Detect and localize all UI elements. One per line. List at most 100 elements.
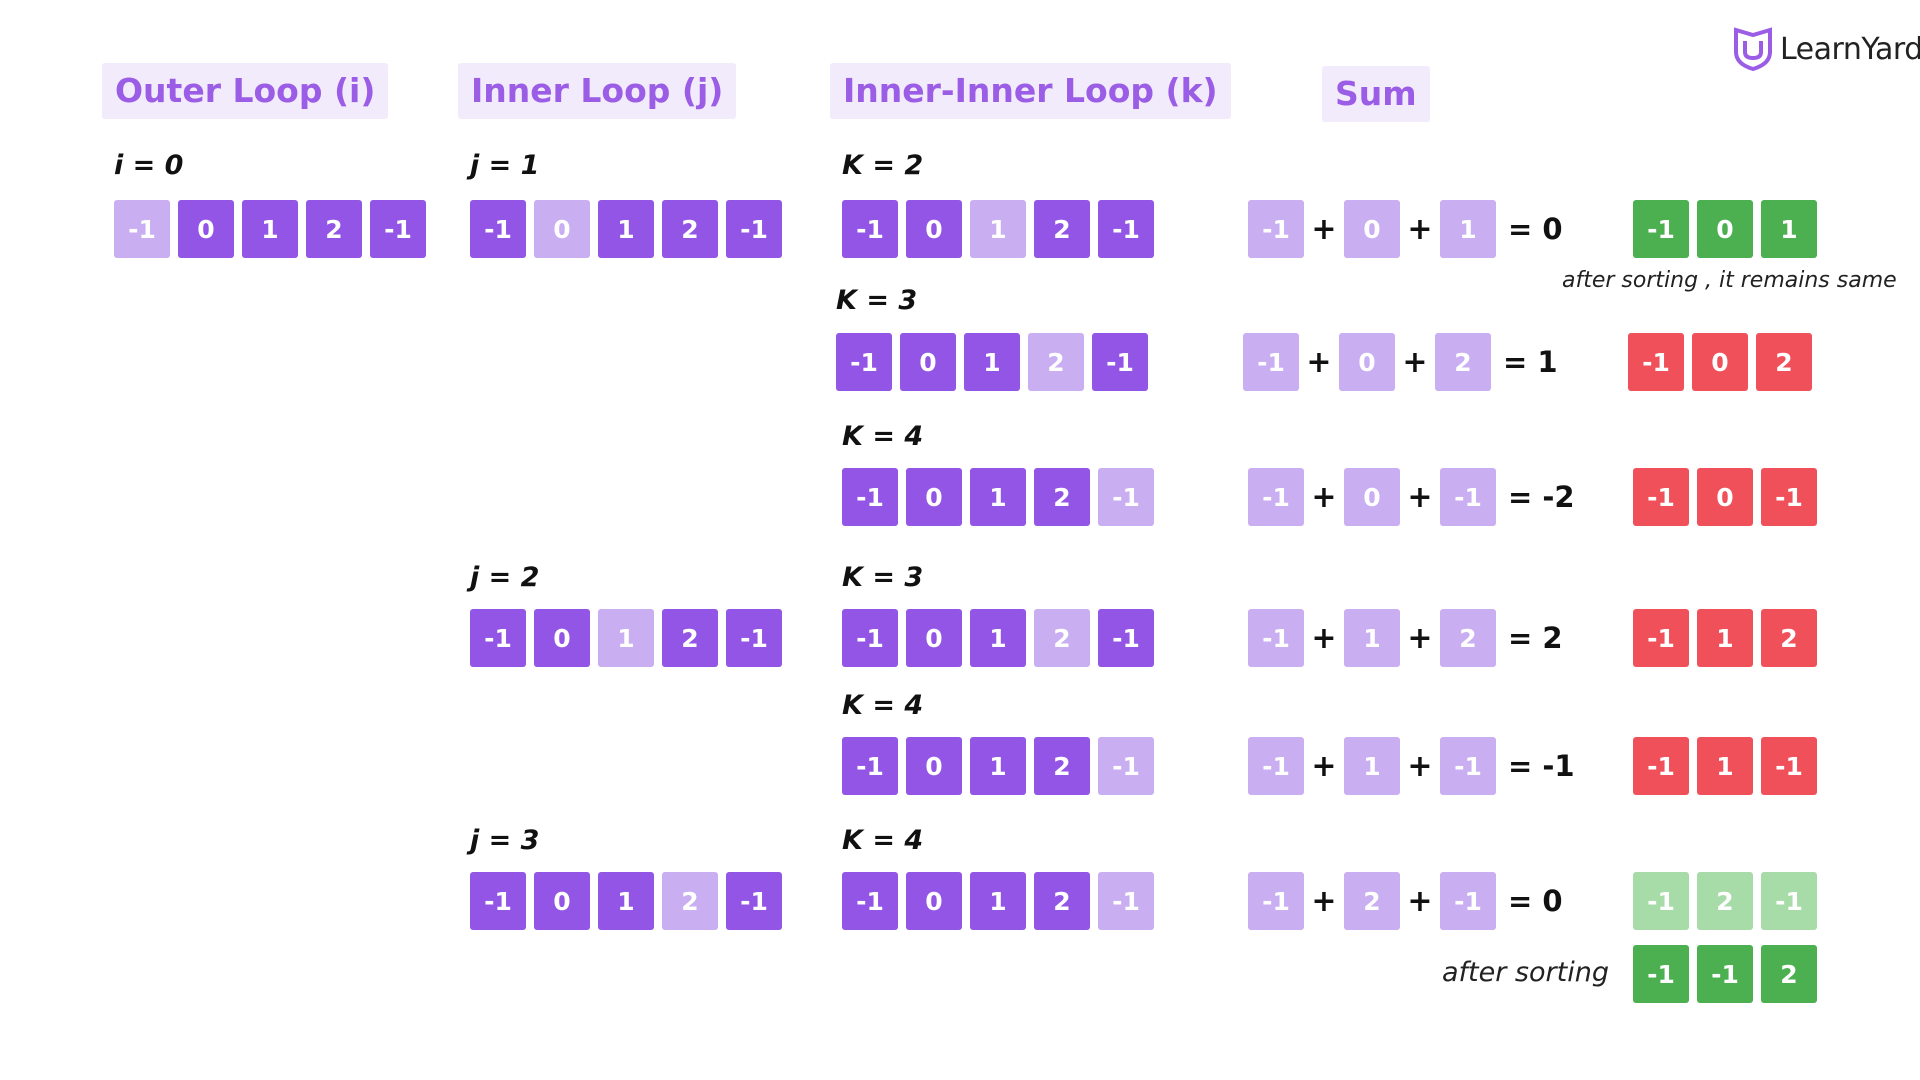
inner-label-2: j = 2 (470, 562, 540, 593)
sum-result: = 0 (1508, 884, 1563, 918)
k-label-5: K = 4 (842, 690, 924, 721)
sum-term: -1 (1248, 609, 1304, 667)
sum-row-5: -1+1+-1= -1 (1248, 737, 1575, 795)
array-cell: -1 (470, 872, 526, 930)
triplet-cell: -1 (1761, 468, 1817, 526)
array-cell-highlighted: 1 (598, 609, 654, 667)
shield-u-logo-icon (1734, 27, 1772, 72)
sum-row-1: -1+0+1= 0 (1248, 200, 1563, 258)
sum-term: 2 (1435, 333, 1491, 391)
sum-term: 0 (1339, 333, 1395, 391)
array-cell: -1 (726, 609, 782, 667)
triplet-cell: 2 (1761, 945, 1817, 1003)
triplet-cell: -1 (1628, 333, 1684, 391)
triplet-cell: -1 (1633, 945, 1689, 1003)
sum-term: -1 (1248, 872, 1304, 930)
k-label-2: K = 3 (836, 285, 918, 316)
sum-term: 2 (1344, 872, 1400, 930)
array-cell: 0 (906, 200, 962, 258)
array-cell: 2 (1034, 468, 1090, 526)
array-cell-highlighted: 2 (662, 872, 718, 930)
inner-label-1: j = 1 (470, 150, 540, 181)
sum-term: -1 (1440, 468, 1496, 526)
sum-term: -1 (1440, 737, 1496, 795)
plus-sign: + (1407, 620, 1433, 656)
array-cell: -1 (1098, 200, 1154, 258)
array-cell: -1 (842, 872, 898, 930)
array-cell: 0 (534, 872, 590, 930)
triplet-cell: -1 (1633, 737, 1689, 795)
array-cell: -1 (1092, 333, 1148, 391)
array-cell: 0 (906, 468, 962, 526)
k-label-6: K = 4 (842, 825, 924, 856)
note-after-sorting: after sorting (1442, 957, 1609, 988)
array-cell: -1 (470, 200, 526, 258)
triplet-cell: 0 (1697, 200, 1753, 258)
array-cell: 2 (1034, 200, 1090, 258)
triplet-cell: 2 (1756, 333, 1812, 391)
array-cell: 1 (598, 872, 654, 930)
note-remains-same: after sorting , it remains same (1562, 268, 1897, 293)
array-cell: 1 (242, 200, 298, 258)
learnyard-logo: LearnYard (1732, 26, 1920, 72)
sum-result: = 0 (1508, 212, 1563, 246)
array-cell: 1 (970, 872, 1026, 930)
triplet-cell: -1 (1633, 468, 1689, 526)
array-cell: 1 (970, 609, 1026, 667)
array-cell-highlighted: -1 (1098, 737, 1154, 795)
array-cell: 0 (906, 609, 962, 667)
triplet-cell: -1 (1633, 609, 1689, 667)
triplet-cell: -1 (1761, 737, 1817, 795)
array-cell: -1 (470, 609, 526, 667)
array-cell-highlighted: 1 (970, 200, 1026, 258)
k-label-1: K = 2 (842, 150, 924, 181)
sum-term: -1 (1248, 468, 1304, 526)
k-label-3: K = 4 (842, 421, 924, 452)
array-cell: 1 (970, 468, 1026, 526)
array-cell: 2 (1034, 872, 1090, 930)
sum-term: 0 (1344, 468, 1400, 526)
plus-sign: + (1407, 883, 1433, 919)
triplet-cell: 1 (1761, 200, 1817, 258)
array-cell: 0 (906, 737, 962, 795)
sum-term: -1 (1440, 872, 1496, 930)
triplet-cell: -1 (1633, 872, 1689, 930)
header-sum: Sum (1322, 66, 1430, 122)
array-cell-highlighted: -1 (1098, 468, 1154, 526)
array-cell: 1 (598, 200, 654, 258)
sum-term: -1 (1243, 333, 1299, 391)
array-cell: -1 (842, 737, 898, 795)
array-cell-highlighted: -1 (114, 200, 170, 258)
array-cell: 2 (662, 609, 718, 667)
triplet-cell: 1 (1697, 737, 1753, 795)
plus-sign: + (1407, 748, 1433, 784)
sum-term: 1 (1344, 737, 1400, 795)
plus-sign: + (1311, 211, 1337, 247)
array-cell: -1 (842, 468, 898, 526)
plus-sign: + (1311, 620, 1337, 656)
triplet-cell: -1 (1633, 200, 1689, 258)
sum-result: = 1 (1503, 345, 1558, 379)
array-cell: -1 (836, 333, 892, 391)
header-inner-loop: Inner Loop (j) (458, 63, 737, 119)
array-cell: 0 (178, 200, 234, 258)
array-cell: 1 (970, 737, 1026, 795)
sum-result: = 2 (1508, 621, 1563, 655)
k-label-4: K = 3 (842, 562, 924, 593)
plus-sign: + (1407, 211, 1433, 247)
array-cell: -1 (842, 609, 898, 667)
